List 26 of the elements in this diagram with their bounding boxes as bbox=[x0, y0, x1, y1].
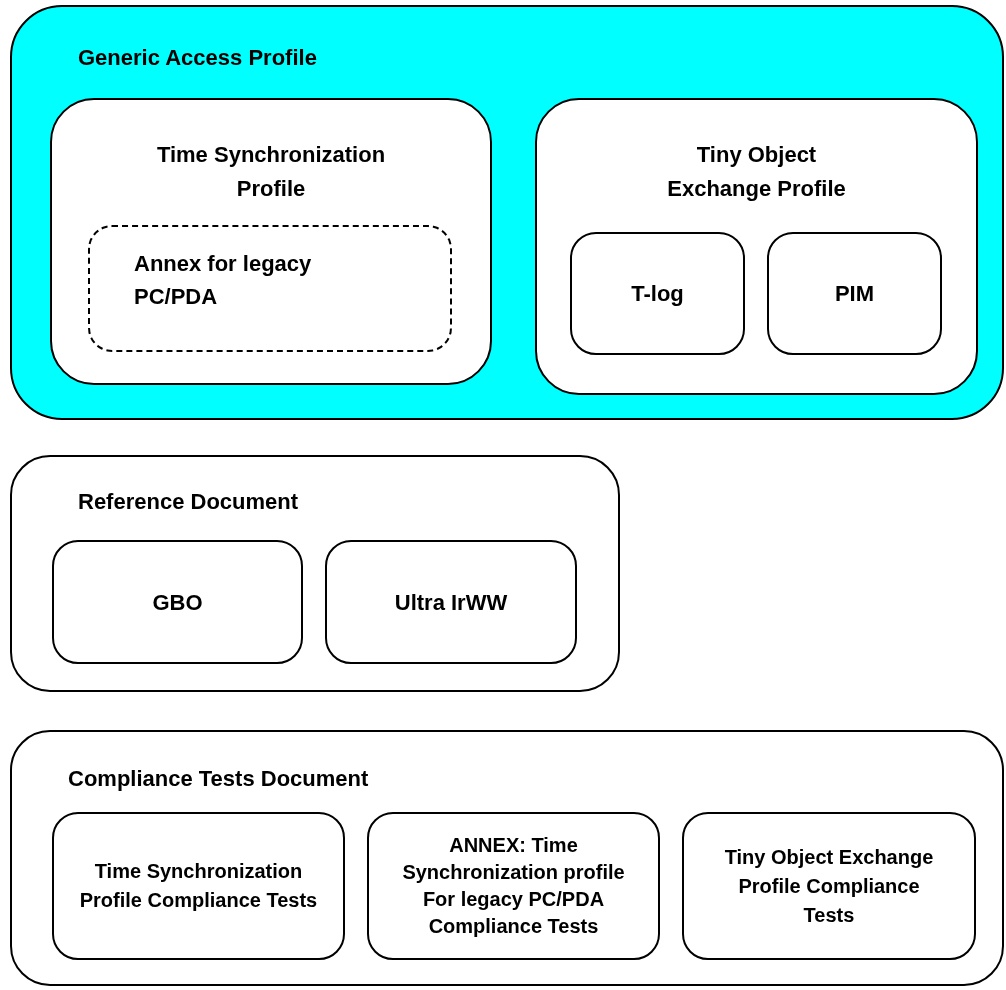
spec-box bbox=[570, 232, 745, 355]
profile-box bbox=[535, 98, 978, 395]
box-title: Annex for legacy PC/PDA bbox=[134, 250, 313, 311]
test-box bbox=[682, 812, 976, 960]
box-title: Ultra IrWW bbox=[394, 588, 508, 617]
document-box bbox=[325, 540, 577, 664]
test-box bbox=[52, 812, 345, 960]
document-box bbox=[52, 540, 303, 664]
spec-box bbox=[767, 232, 942, 355]
box-title: T-log bbox=[631, 280, 684, 308]
box-title: Generic Access Profile bbox=[78, 44, 317, 72]
box-title: Time Synchronization Profile bbox=[155, 141, 387, 203]
document-panel bbox=[10, 455, 620, 692]
box-title: Time Synchronization Profile Compliance Tests bbox=[78, 859, 319, 913]
box-title: GBO bbox=[152, 588, 203, 617]
box-title: PIM bbox=[834, 280, 875, 308]
box-title: Reference Document bbox=[78, 488, 299, 516]
profile-panel bbox=[10, 5, 1004, 420]
annex-box bbox=[88, 225, 452, 352]
box-title: ANNEX: Time Synchronization profile For legacy PC/PDA Compliance Tests bbox=[401, 833, 626, 939]
box-title: Tiny Object Exchange Profile Compliance Tests bbox=[723, 844, 935, 928]
profile-box bbox=[50, 98, 492, 385]
test-box bbox=[367, 812, 660, 960]
box-title: Tiny Object Exchange Profile bbox=[666, 141, 847, 203]
box-title: Compliance Tests Document bbox=[68, 765, 369, 793]
document-panel bbox=[10, 730, 1004, 986]
